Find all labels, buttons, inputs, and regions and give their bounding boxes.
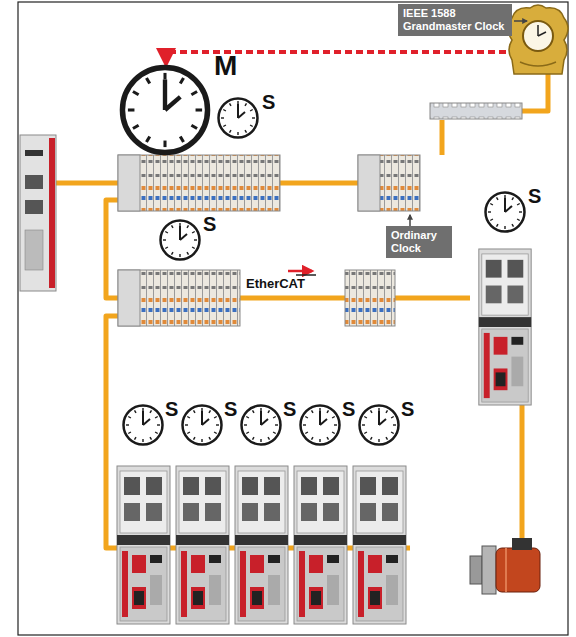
clock-role-letter: S (342, 399, 355, 419)
logo-text: EtherCAT (246, 277, 305, 290)
callout-box: IEEE 1588 Grandmaster Clock (398, 4, 512, 36)
callout-box: Ordinary Clock (386, 226, 452, 258)
clock-role-letter: S (283, 399, 296, 419)
terminal-blocks (118, 155, 420, 326)
clock-role-letter: S (401, 399, 414, 419)
clock-role-letter: S (203, 214, 216, 234)
servo-drives (117, 249, 531, 624)
clock-role-letter: S (165, 399, 178, 419)
clock-role-letter: S (528, 186, 541, 206)
grandmaster-clock (508, 5, 568, 74)
callout-text: Ordinary Clock (391, 229, 447, 255)
leader-line (514, 20, 527, 22)
callout-text: IEEE 1588 Grandmaster Clock (403, 7, 507, 33)
frame (18, 2, 568, 635)
servo-motor (470, 538, 540, 594)
clock-role-letter: S (262, 92, 275, 112)
clocks (122, 67, 524, 444)
controller (20, 135, 56, 291)
ethercat-logo-mark (288, 271, 316, 275)
clock-role-letter: S (224, 399, 237, 419)
network-switch (430, 103, 522, 119)
clock-role-letter: M (214, 52, 237, 80)
leader-line (409, 215, 411, 226)
